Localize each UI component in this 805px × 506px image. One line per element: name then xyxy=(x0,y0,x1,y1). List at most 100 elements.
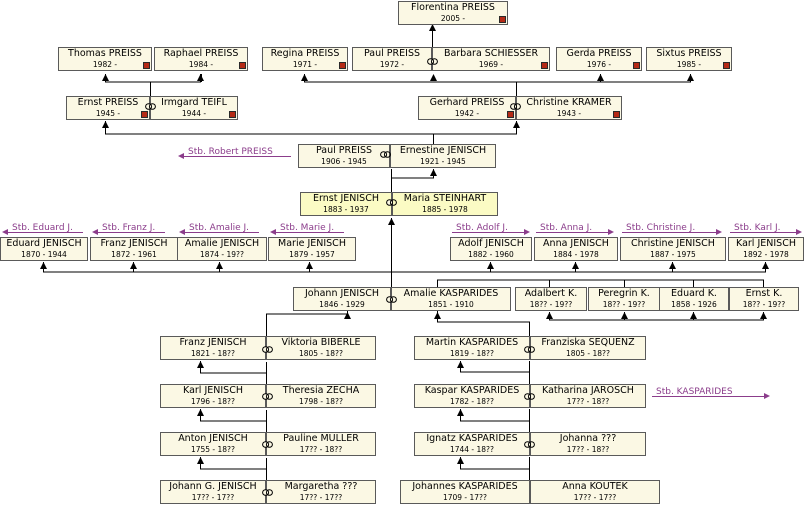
person-dates: 2005 - xyxy=(440,14,466,23)
person-box-peregrin-k[interactable]: Peregrin K.18?? - 19?? xyxy=(588,287,660,311)
person-box-margaretha[interactable]: Margaretha ???17?? - 17?? xyxy=(266,480,376,504)
person-name: Maria STEINHART xyxy=(403,193,487,204)
person-name: Christine JENISCH xyxy=(631,238,715,249)
person-marker-icon[interactable] xyxy=(229,111,236,118)
link-stb-amalie[interactable]: Stb. Amalie J. xyxy=(179,222,261,236)
person-dates: 1851 - 1910 xyxy=(428,300,474,309)
person-marker-icon[interactable] xyxy=(239,62,246,69)
link-stb-adolf[interactable]: Stb. Adolf J. xyxy=(452,222,530,236)
person-name: Amalie JENISCH xyxy=(184,238,260,249)
person-name: Florentina PREISS xyxy=(411,2,495,13)
person-name: Theresia ZECHA xyxy=(282,385,360,396)
person-box-adalbert-k[interactable]: Adalbert K.18?? - 19?? xyxy=(515,287,587,311)
person-marker-icon[interactable] xyxy=(141,111,148,118)
person-name: Margaretha ??? xyxy=(284,481,358,492)
person-box-ernst-k[interactable]: Ernst K.18?? - 19?? xyxy=(729,287,799,311)
person-marker-icon[interactable] xyxy=(339,62,346,69)
person-marker-icon[interactable] xyxy=(541,62,548,69)
arrow-icon xyxy=(178,153,184,159)
person-box-eduard-k[interactable]: Eduard K.1858 - 1926 xyxy=(659,287,729,311)
person-name: Ernestine JENISCH xyxy=(399,145,487,156)
link-stb-kasparides[interactable]: Stb. KASPARIDES xyxy=(652,386,770,400)
link-stb-christine[interactable]: Stb. Christine J. xyxy=(622,222,722,236)
link-label: Stb. Franz J. xyxy=(102,223,156,233)
person-marker-icon[interactable] xyxy=(613,111,620,118)
person-marker-icon[interactable] xyxy=(507,111,514,118)
person-dates: 1943 - xyxy=(556,109,582,118)
link-stb-anna[interactable]: Stb. Anna J. xyxy=(536,222,614,236)
person-name: Johannes KASPARIDES xyxy=(412,481,518,492)
link-line xyxy=(183,232,259,233)
person-marker-icon[interactable] xyxy=(499,16,506,23)
link-stb-karl[interactable]: Stb. Karl J. xyxy=(730,222,802,236)
person-name: Raphael PREISS xyxy=(163,48,239,59)
person-box-johanna[interactable]: Johanna ???17?? - 18?? xyxy=(530,432,646,456)
person-marker-icon[interactable] xyxy=(633,62,640,69)
person-name: Ernst K. xyxy=(745,288,783,299)
link-stb-marie[interactable]: Stb. Marie J. xyxy=(270,222,346,236)
person-name: Anton JENISCH xyxy=(178,433,248,444)
marriage-rings-icon xyxy=(262,441,273,448)
marriage-rings-icon xyxy=(145,103,156,110)
person-dates: 17?? - 17?? xyxy=(191,493,235,502)
person-name: Gerhard PREISS xyxy=(429,97,505,108)
link-label: Stb. Marie J. xyxy=(280,223,335,233)
person-dates: 1796 - 18?? xyxy=(190,397,236,406)
person-name: Peregrin K. xyxy=(598,288,650,299)
person-dates: 1985 - xyxy=(676,60,702,69)
person-name: Franz JENISCH xyxy=(100,238,168,249)
person-dates: 1921 - 1945 xyxy=(420,157,466,166)
person-dates: 1744 - 18?? xyxy=(449,445,495,454)
link-stb-franz[interactable]: Stb. Franz J. xyxy=(92,222,167,236)
person-dates: 18?? - 19?? xyxy=(529,300,573,309)
person-name: Johanna ??? xyxy=(559,433,617,444)
arrow-icon xyxy=(608,229,614,235)
link-stb-eduard[interactable]: Stb. Eduard J. xyxy=(2,222,85,236)
person-marker-icon[interactable] xyxy=(723,62,730,69)
person-dates: 1879 - 1957 xyxy=(289,250,335,259)
link-stb-robert[interactable]: Stb. Robert PREISS xyxy=(178,146,293,160)
person-marker-icon[interactable] xyxy=(143,62,150,69)
